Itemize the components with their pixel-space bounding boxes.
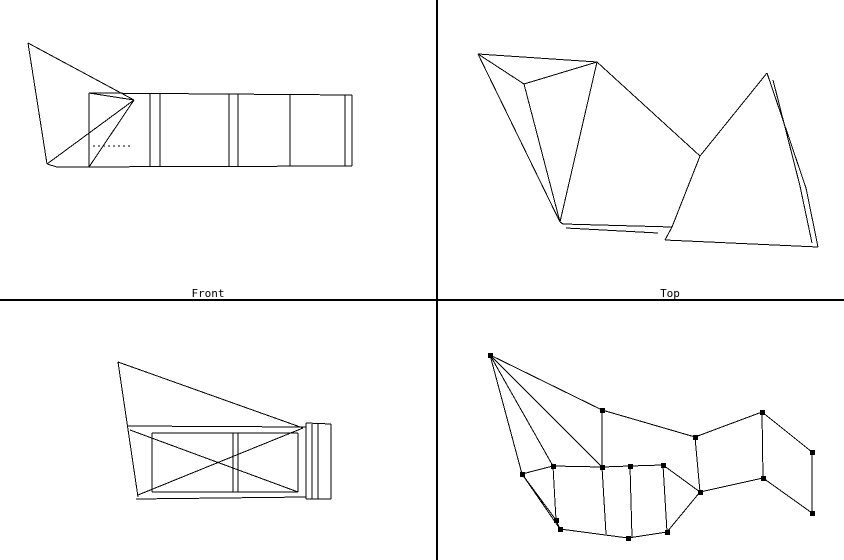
vertex-handle[interactable] <box>661 463 666 468</box>
wireframe-edge <box>629 464 664 467</box>
wireframe-edge <box>552 465 557 521</box>
vertex-handle[interactable] <box>558 527 563 532</box>
wireframe-edge <box>699 477 764 493</box>
wireframe-edge <box>694 411 763 438</box>
vertex-handle[interactable] <box>810 450 815 455</box>
vertex-handle[interactable] <box>554 518 559 523</box>
wireframe-edge <box>761 411 764 479</box>
wireframe-edge <box>523 83 561 223</box>
wireframe-edge <box>27 42 135 101</box>
wireframe-edge <box>627 531 668 539</box>
wireframe-edge <box>126 425 307 428</box>
wireframe-edge <box>666 491 701 533</box>
wireframe-edge <box>117 361 139 498</box>
wireframe-edge <box>559 61 598 223</box>
vertex-handle[interactable] <box>520 472 525 477</box>
wireframe-edge <box>559 221 564 225</box>
wireframe-edge <box>664 226 673 241</box>
vertex-handle[interactable] <box>628 464 633 469</box>
vertex-handle[interactable] <box>665 530 670 535</box>
wireframe-edge <box>766 72 807 189</box>
wireframe-edge <box>772 79 801 187</box>
wireframe-edge <box>601 465 631 468</box>
wireframe-edge <box>699 72 768 157</box>
viewport-top-canvas[interactable] <box>477 53 819 248</box>
wireframe-edge <box>489 354 603 468</box>
wireframe-edge <box>559 528 629 539</box>
viewport-side-canvas[interactable] <box>117 361 332 500</box>
vertex-handle[interactable] <box>626 536 631 541</box>
wireframe-edge <box>135 496 307 500</box>
viewport-divider-horizontal[interactable] <box>0 299 844 301</box>
wireframe-edge <box>137 427 304 496</box>
wireframe-edge <box>601 466 607 535</box>
wireframe-edge <box>664 239 819 248</box>
wireframe-edge <box>489 354 603 411</box>
wireframe-edge <box>552 465 603 468</box>
vertex-handle[interactable] <box>693 435 698 440</box>
vertex-handle[interactable] <box>698 490 703 495</box>
wireframe-edge <box>117 361 304 429</box>
wireframe-edge <box>662 464 668 533</box>
vertex-handle[interactable] <box>600 465 605 470</box>
wireframe-edge <box>88 99 135 168</box>
wireframe-edge <box>521 465 554 475</box>
wireframe-edge <box>46 163 58 168</box>
viewport-front-canvas[interactable] <box>27 42 353 168</box>
wireframe-edge <box>761 411 813 453</box>
wireframe-edge <box>762 477 813 514</box>
wireframe-edge <box>805 187 819 248</box>
wireframe-edge <box>88 92 135 101</box>
viewport-label-front: Front <box>191 287 225 300</box>
wireframe-edge <box>565 227 659 234</box>
vertex-handle[interactable] <box>551 464 556 469</box>
wireframe-edge <box>489 354 523 475</box>
wireframe-edge <box>601 409 696 438</box>
wireframe-edge <box>88 92 353 96</box>
wireframe-edge <box>799 185 813 244</box>
viewport-divider-vertical[interactable] <box>436 0 438 560</box>
wireframe-edge <box>523 61 598 85</box>
wireframe-edge <box>489 354 554 467</box>
wireframe-edge <box>477 53 561 223</box>
wireframe-edge <box>562 223 673 228</box>
wireframe-edge <box>694 436 701 493</box>
vertex-handle[interactable] <box>600 408 605 413</box>
wireframe-edge <box>521 473 557 521</box>
wireframe-edge <box>305 422 332 425</box>
vertex-handle[interactable] <box>488 353 493 358</box>
vertex-handle[interactable] <box>760 410 765 415</box>
wireframe-edge <box>596 61 701 157</box>
wireframe-edge <box>477 53 598 63</box>
viewport-perspective-canvas[interactable] <box>488 353 815 541</box>
vertex-handle[interactable] <box>810 511 815 516</box>
vertex-handle[interactable] <box>761 476 766 481</box>
wireframe-edge <box>46 99 135 165</box>
wireframe-edge <box>27 42 48 165</box>
wireframe-edge <box>129 429 299 493</box>
wireframe-edge <box>56 165 353 168</box>
wireframe-edge <box>662 464 701 493</box>
viewport-label-top: Top <box>660 287 680 300</box>
wireframe-edge <box>671 155 701 228</box>
wireframe-edge <box>477 53 525 85</box>
wireframe-edge <box>629 465 633 538</box>
